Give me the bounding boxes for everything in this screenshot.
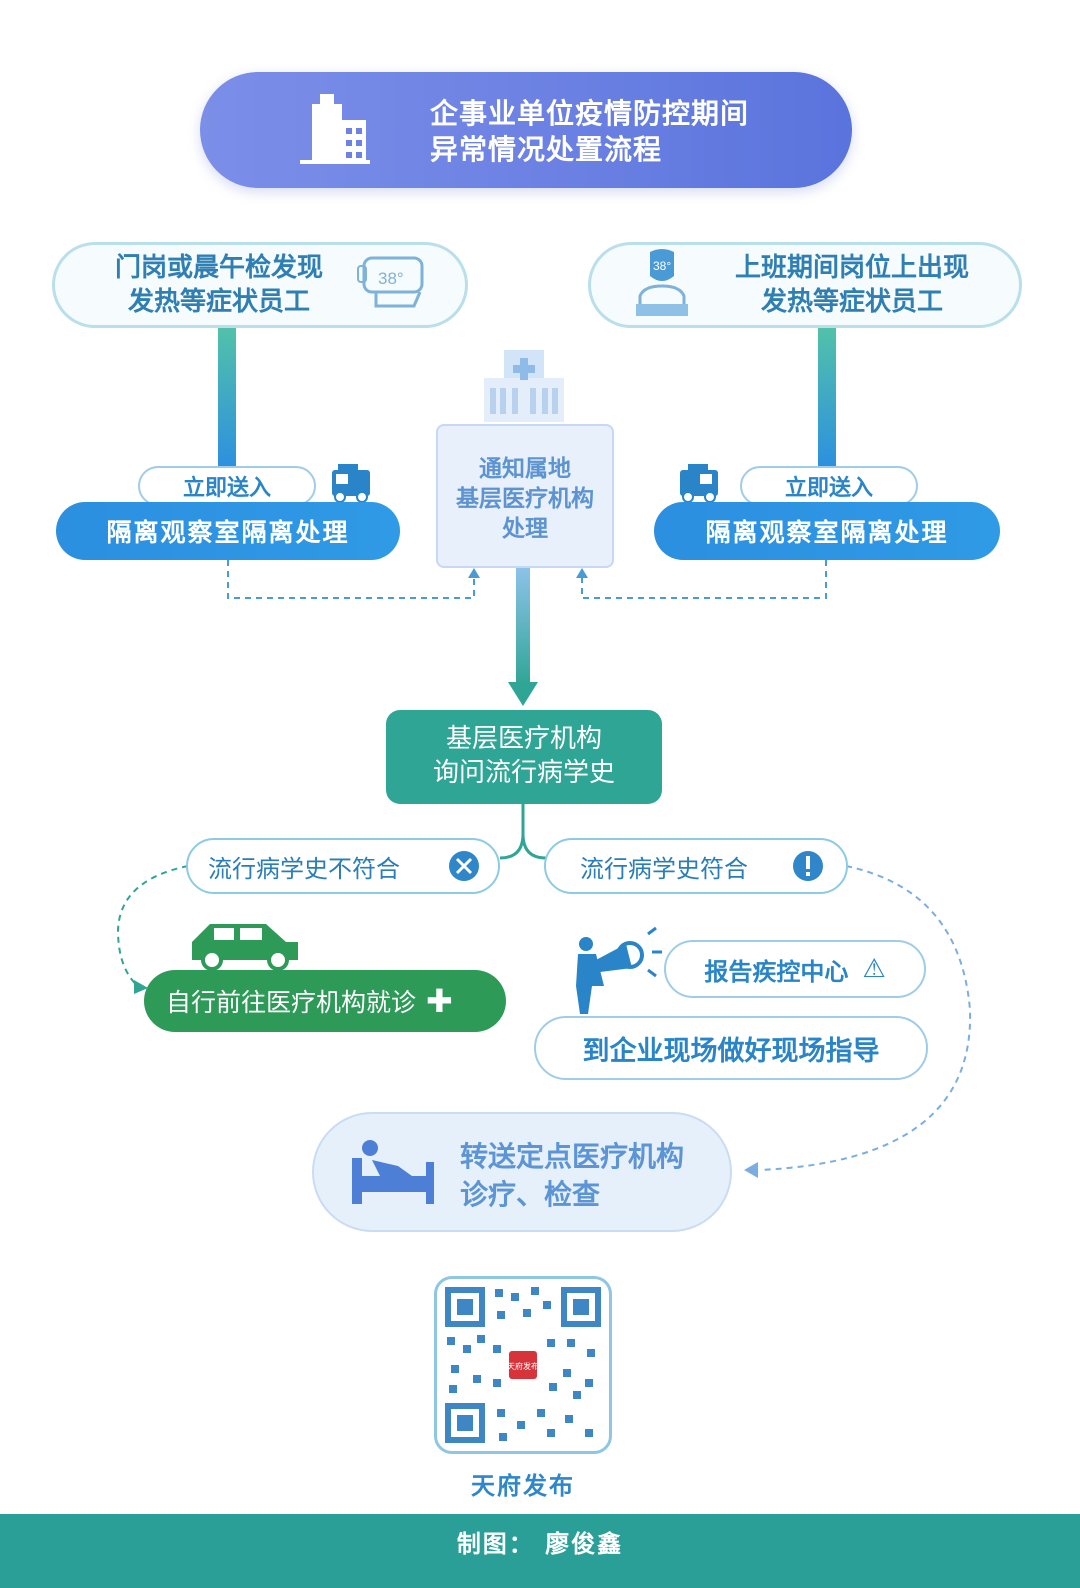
- right-send-label: 立即送入: [740, 466, 918, 506]
- onsite-guidance-pill: 到企业现场做好现场指导: [534, 1016, 928, 1080]
- transfer-line-2: 诊疗、检查: [460, 1178, 601, 1211]
- transfer-arrow: [744, 1162, 758, 1178]
- right-trigger-line-1: 上班期间岗位上出现: [734, 253, 969, 283]
- plus-icon: ✚: [426, 982, 453, 1020]
- inquiry-line-2: 询问流行病学史: [432, 758, 615, 788]
- self-visit-pill: 自行前往医疗机构就诊 ✚: [144, 970, 506, 1032]
- onsite-guidance-label: 到企业现场做好现场指导: [582, 1035, 880, 1067]
- match-label: 流行病学史符合: [580, 854, 748, 883]
- worker-badge-reading: 38°: [653, 259, 671, 273]
- right-dashed-feedback: [581, 560, 827, 599]
- match-dashed-curve: [759, 865, 972, 1171]
- not-match-pill: 流行病学史不符合: [186, 838, 500, 894]
- left-feedback-arrow: [468, 568, 480, 578]
- left-trigger-line-2: 发热等症状员工: [128, 287, 311, 317]
- not-match-arrow: [134, 980, 148, 994]
- self-visit-label: 自行前往医疗机构就诊: [166, 988, 417, 1017]
- right-trigger-line-2: 发热等症状员工: [760, 287, 943, 317]
- notify-line-1: 通知属地: [479, 456, 571, 482]
- warning-triangle-icon: ⚠: [862, 954, 886, 984]
- right-vertical-connector: [818, 326, 836, 470]
- publisher-name: 天府发布: [471, 1472, 575, 1500]
- notify-line-2: 基层医疗机构: [456, 486, 594, 512]
- page-title: 企事业单位疫情防控期间 异常情况处置流程: [430, 96, 749, 168]
- right-isolation-pill: 隔离观察室隔离处理: [654, 502, 1000, 560]
- center-vertical-connector: [516, 566, 530, 686]
- inquiry-box: 基层医疗机构 询问流行病学史: [386, 710, 662, 804]
- thermometer-reading: 38°: [378, 269, 404, 288]
- not-match-dashed-curve: [116, 865, 189, 989]
- transfer-line-1: 转送定点医疗机构: [460, 1140, 685, 1173]
- title-line-1: 企事业单位疫情防控期间: [430, 97, 750, 130]
- report-cdc-pill: 报告疾控中心 ⚠: [664, 940, 926, 998]
- left-isolation-pill: 隔离观察室隔离处理: [56, 502, 400, 560]
- left-trigger-box: 门岗或晨午检发现 发热等症状员工: [52, 242, 468, 328]
- transfer-text: 转送定点医疗机构 诊疗、检查: [460, 1138, 684, 1214]
- right-feedback-arrow: [576, 568, 588, 578]
- title-line-2: 异常情况处置流程: [430, 133, 663, 166]
- notify-line-3: 处理: [502, 516, 548, 542]
- qr-code[interactable]: 天府发布: [434, 1276, 612, 1454]
- qr-logo-text: 天府发布: [507, 1361, 539, 1371]
- left-trigger-line-1: 门岗或晨午检发现: [115, 253, 324, 283]
- footer-credit: 制图： 廖俊鑫: [0, 1514, 1080, 1588]
- qr-pattern: 天府发布: [445, 1287, 601, 1443]
- notify-local-clinic-box: 通知属地 基层医疗机构 处理: [436, 424, 614, 568]
- not-match-label: 流行病学史不符合: [208, 854, 400, 883]
- inquiry-line-1: 基层医疗机构: [445, 724, 602, 754]
- title-banner: [200, 72, 852, 188]
- split-connector: [499, 804, 547, 860]
- report-cdc-label: 报告疾控中心: [704, 957, 849, 986]
- center-arrow-head: [508, 682, 538, 706]
- left-vertical-connector: [218, 326, 236, 470]
